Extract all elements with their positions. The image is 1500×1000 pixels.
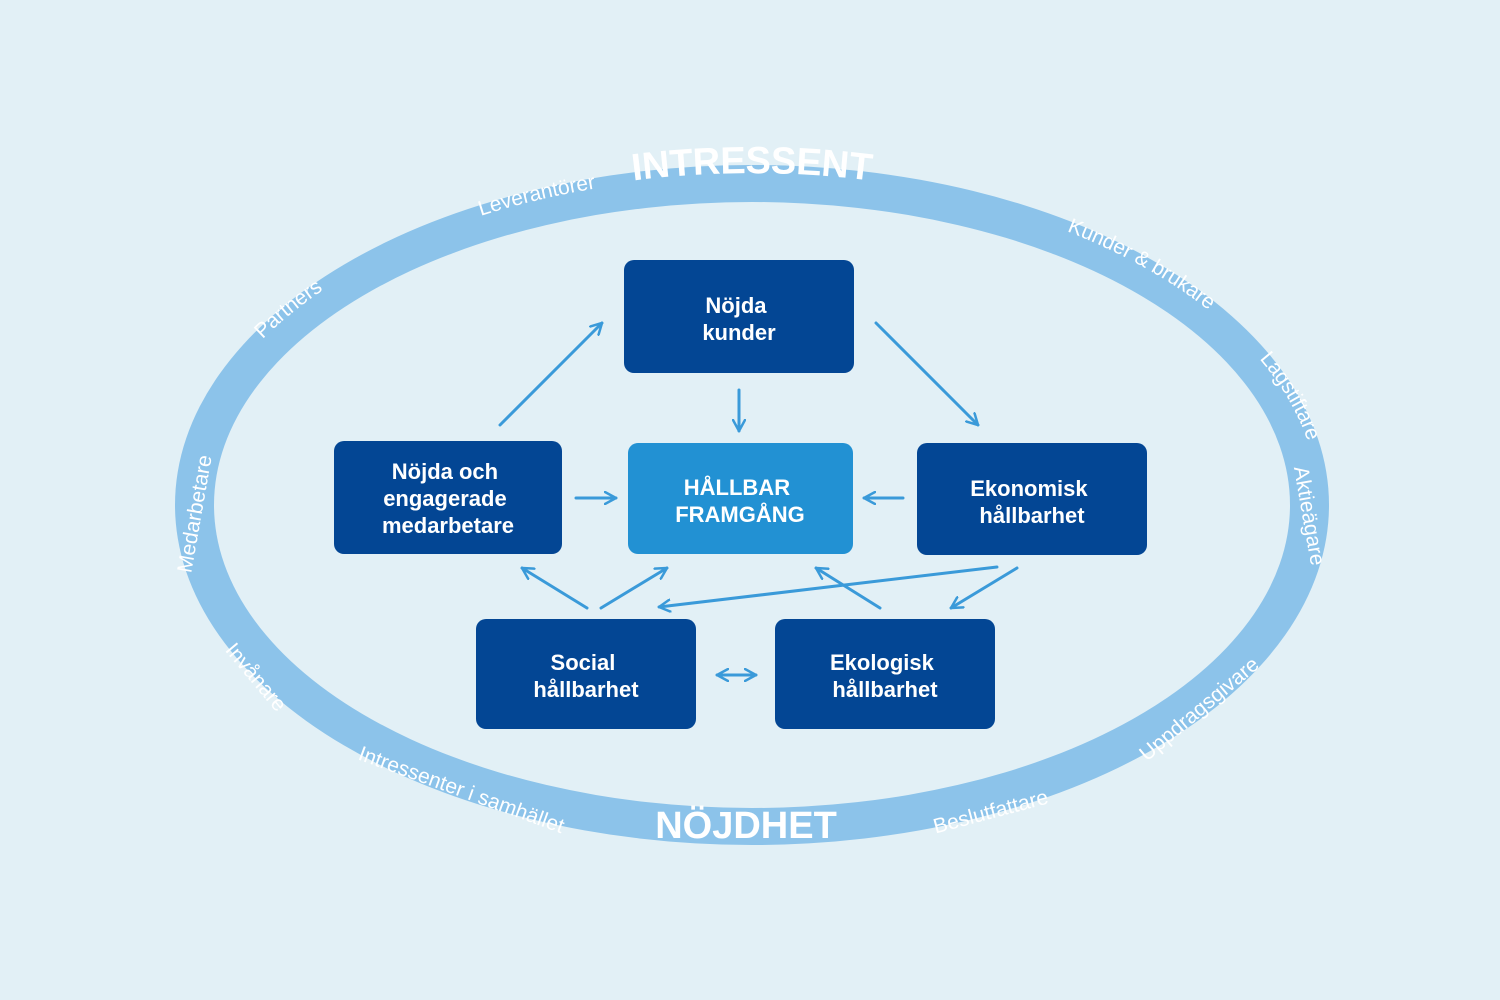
- arrow-ekonomisk-to-social: [657, 565, 999, 607]
- svg-text:Ekologisk hållbarhet: Ekologisk hållbarhet: [830, 650, 940, 702]
- arrow-kunder-to-ekonomisk: [874, 321, 980, 427]
- box-hallbar-framgang: HÅLLBAR FRAMGÅNG: [628, 443, 853, 554]
- ring-title-bottom: NÖJDHET: [655, 804, 837, 847]
- box-social-hallbarhet: Social hållbarhet: [476, 619, 696, 729]
- box-nojda-kunder: Nöjda kunder: [624, 260, 854, 373]
- svg-text:Social hållbarhet: Social hållbarhet: [533, 650, 639, 702]
- arrows: [498, 321, 1019, 675]
- arrow-medarbetare-to-kunder: [498, 321, 604, 427]
- arrow-ekologisk-to-framgang: [814, 566, 882, 610]
- arrow-social-to-medarbetare: [520, 566, 589, 610]
- arrow-social-to-framgang: [599, 566, 669, 610]
- svg-text:Ekonomisk hållbarhet: Ekonomisk hållbarhet: [970, 476, 1094, 528]
- box-ekonomisk-hallbarhet: Ekonomisk hållbarhet: [917, 443, 1147, 555]
- box-ekologisk-hallbarhet: Ekologisk hållbarhet: [775, 619, 995, 729]
- arrow-ekonomisk-to-ekologisk: [949, 566, 1019, 610]
- box-nojda-medarbetare: Nöjda och engagerade medarbetare: [334, 441, 562, 554]
- svg-text:Nöjda kunder: Nöjda kunder: [702, 293, 776, 345]
- ring-title-top: INTRESSENT: [629, 140, 874, 189]
- svg-text:HÅLLBAR FRAMGÅNG: HÅLLBAR FRAMGÅNG: [675, 474, 805, 527]
- svg-text:Nöjda och engagerade: Nöjda och engagerade medarbetare: [382, 459, 514, 538]
